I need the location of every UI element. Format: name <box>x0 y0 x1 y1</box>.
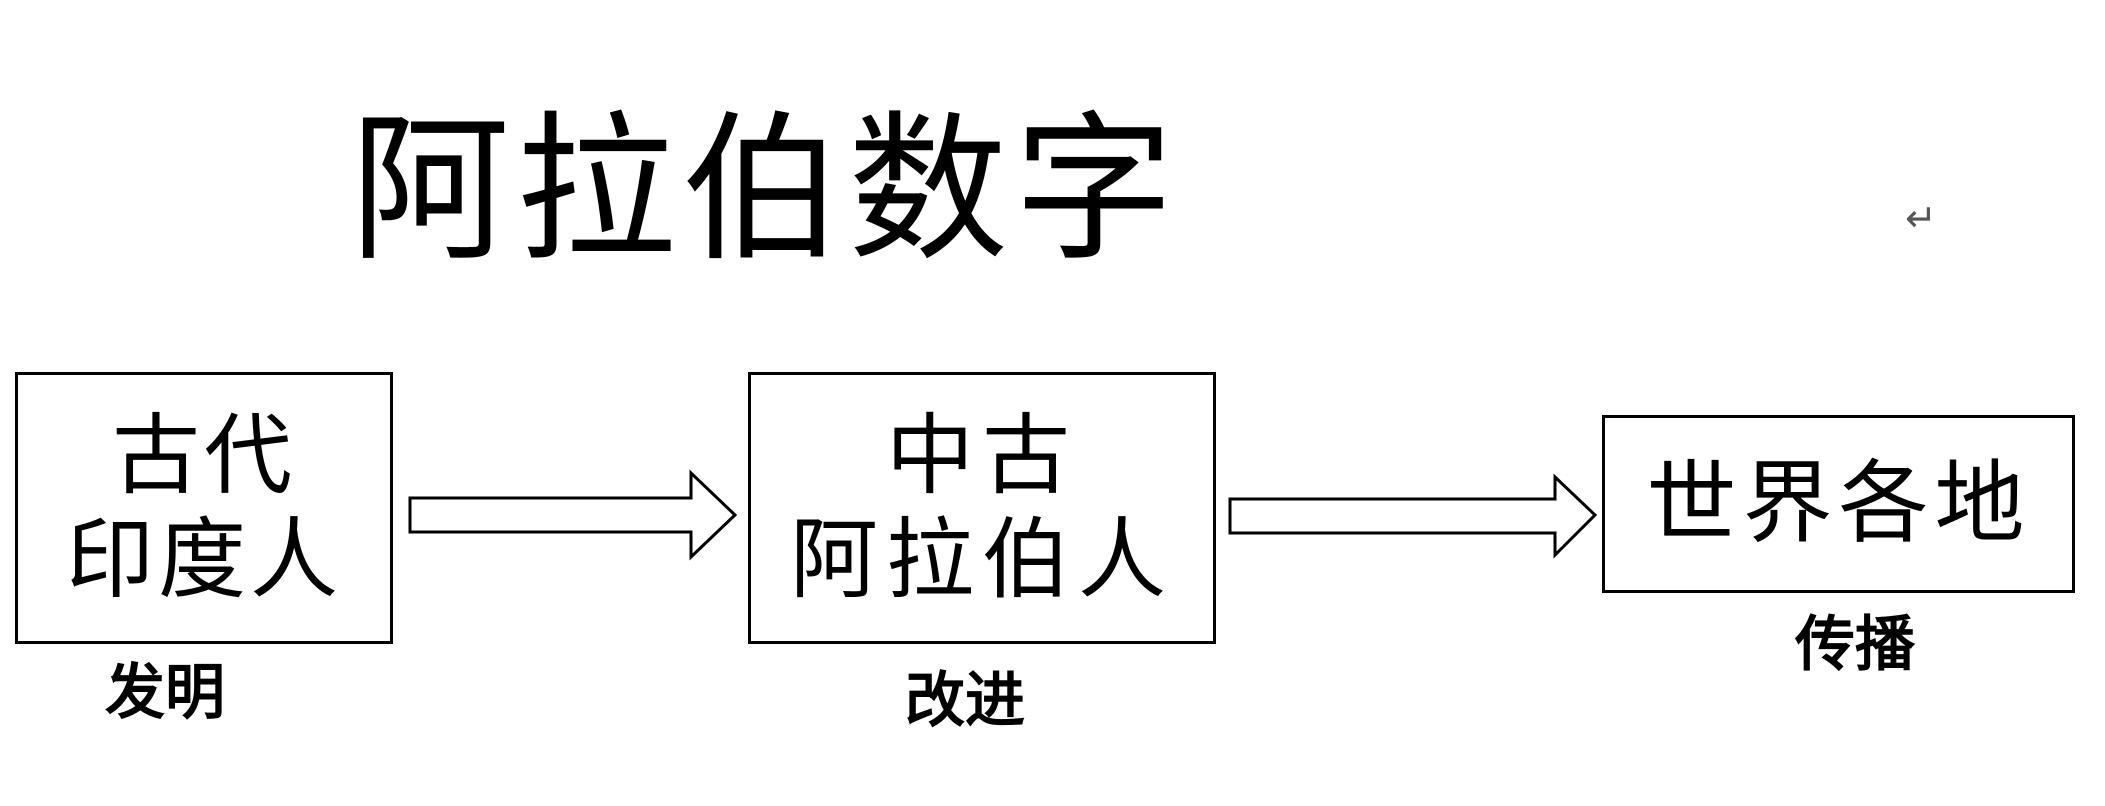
arrow-2-to-3 <box>1228 473 1598 559</box>
stage-box-ancient-india: 古代 印度人 <box>15 372 393 644</box>
diagram-title: 阿拉伯数字 <box>350 96 1181 283</box>
stage-1-line-1: 古代 <box>111 404 296 507</box>
stage-2-line-1: 中古 <box>885 404 1078 507</box>
stage-2-action-label: 改进 <box>905 666 1025 736</box>
stage-box-medieval-arab: 中古 阿拉伯人 <box>748 372 1216 644</box>
stage-3-action-label: 传播 <box>1795 610 1915 680</box>
stage-1-action-label: 发明 <box>105 658 225 728</box>
arrow-1-to-2 <box>408 469 738 561</box>
stage-2-line-2: 阿拉伯人 <box>789 508 1174 611</box>
stage-box-worldwide: 世界各地 <box>1602 415 2075 593</box>
stage-1-line-2: 印度人 <box>65 508 342 611</box>
stage-3-line-1: 世界各地 <box>1646 451 2031 556</box>
paragraph-return-mark: ↵ <box>1905 196 1937 240</box>
